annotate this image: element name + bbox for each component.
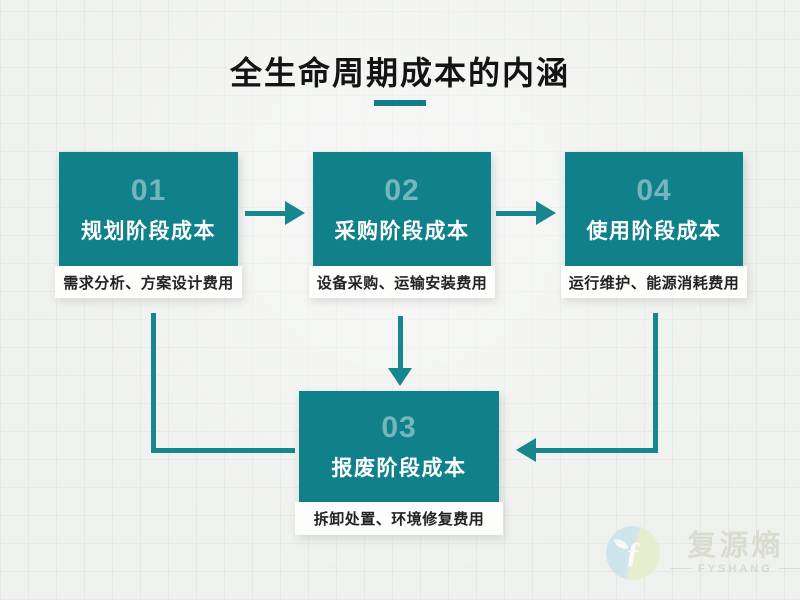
connector-03-to-01-horizontal bbox=[151, 448, 295, 453]
page-title: 全生命周期成本的内涵 bbox=[229, 55, 570, 91]
watermark-brand: 复源熵 bbox=[687, 529, 784, 562]
title-underline bbox=[374, 100, 426, 106]
arrow-02-to-04-icon bbox=[496, 201, 556, 225]
watermark-text: 复源熵 FYSHANG bbox=[670, 529, 800, 575]
arrow-head-down-icon bbox=[388, 368, 412, 386]
watermark-latin: FYSHANG bbox=[670, 563, 800, 575]
arrow-01-to-02-icon bbox=[245, 201, 305, 225]
node-01-planning-box: 01 规划阶段成本 bbox=[59, 152, 238, 266]
logo-f-glyph: ƒ bbox=[625, 536, 641, 569]
node-02-procurement-box: 02 采购阶段成本 bbox=[313, 152, 491, 266]
node-01-caption: 需求分析、方案设计费用 bbox=[55, 266, 242, 298]
watermark-logo: ƒ 复源熵 FYSHANG bbox=[606, 526, 800, 580]
node-04-number: 04 bbox=[636, 173, 672, 207]
node-03-disposal-box: 03 报废阶段成本 bbox=[299, 391, 499, 502]
arrow-head-right-icon bbox=[285, 201, 305, 225]
arrow-head-left-icon bbox=[516, 438, 536, 462]
node-03-number: 03 bbox=[381, 411, 417, 444]
connector-03-to-01-vertical bbox=[151, 313, 156, 453]
node-04-usage-box: 04 使用阶段成本 bbox=[565, 152, 743, 266]
fyshang-logo-icon: ƒ bbox=[606, 526, 660, 580]
node-03-caption: 拆卸处置、环境修复费用 bbox=[295, 502, 503, 535]
node-01-title: 规划阶段成本 bbox=[81, 219, 216, 243]
node-02-number: 02 bbox=[384, 173, 420, 207]
arrow-shaft bbox=[496, 211, 538, 216]
node-03-title: 报废阶段成本 bbox=[331, 457, 467, 480]
arrow-02-to-03-icon bbox=[388, 316, 412, 386]
node-02-title: 采购阶段成本 bbox=[334, 219, 470, 243]
node-02-caption: 设备采购、运输安装费用 bbox=[309, 266, 495, 298]
node-01-number: 01 bbox=[130, 173, 167, 207]
connector-04-to-03-vertical bbox=[653, 313, 658, 453]
arrow-shaft bbox=[398, 316, 403, 368]
arrow-shaft bbox=[245, 211, 287, 216]
node-04-caption: 运行维护、能源消耗费用 bbox=[561, 266, 747, 298]
node-04-title: 使用阶段成本 bbox=[586, 219, 722, 243]
connector-04-to-03-horizontal bbox=[536, 448, 658, 453]
arrow-head-right-icon bbox=[536, 201, 556, 225]
